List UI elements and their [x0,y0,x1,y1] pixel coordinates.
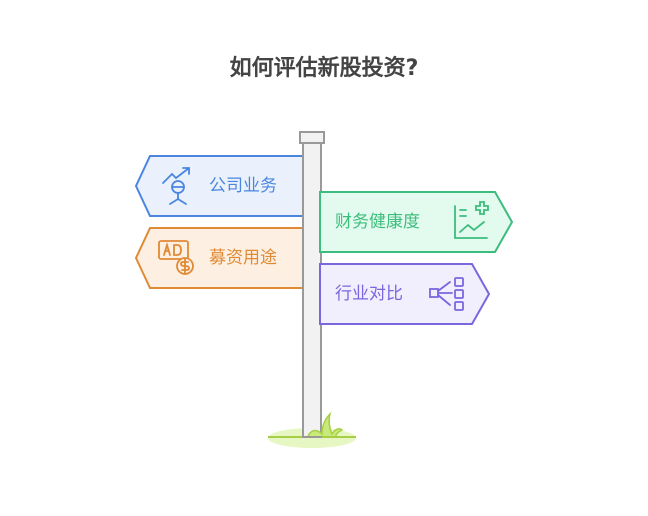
sign-label-industry-compare: 行业对比 [335,284,403,304]
sign-label-fund-use: 募资用途 [209,248,277,268]
sign-label-financial-health: 财务健康度 [335,212,420,232]
sign-financial-health [319,191,514,253]
person-growth-icon [162,167,190,205]
grass-icon [307,411,344,437]
ad-dollar-icon [158,240,194,275]
network-compare-icon [429,277,464,311]
pole-cap [299,131,325,144]
health-chart-icon [454,201,489,239]
sign-fund-use [134,227,306,289]
sign-label-company-business: 公司业务 [209,176,277,196]
sign-company-business [134,155,306,217]
diagram-title: 如何评估新股投资? [229,56,419,81]
pole [302,142,322,438]
sign-industry-compare [319,263,491,325]
